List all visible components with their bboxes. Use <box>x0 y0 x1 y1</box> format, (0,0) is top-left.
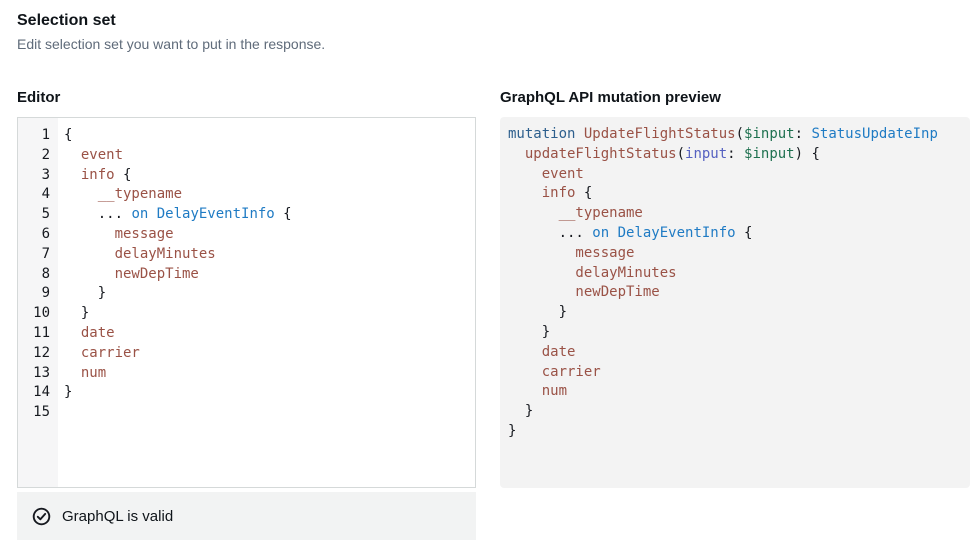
code-line: message <box>64 225 174 242</box>
code-line: } <box>64 384 73 401</box>
line-number: 5 <box>41 206 50 223</box>
code-line: __typename <box>64 186 183 203</box>
code-line: } <box>508 323 551 340</box>
preview-code-lines: mutation UpdateFlightStatus($input: Stat… <box>508 125 970 442</box>
line-number: 9 <box>41 285 50 302</box>
page-subtitle: Edit selection set you want to put in th… <box>17 36 326 52</box>
code-line: } <box>508 304 568 321</box>
code-line: info { <box>508 185 593 202</box>
code-line: newDepTime <box>64 265 199 282</box>
line-number: 7 <box>41 245 50 262</box>
code-line: ... on DelayEventInfo { <box>64 206 292 223</box>
code-line: delayMinutes <box>64 245 216 262</box>
line-number: 12 <box>33 344 50 361</box>
code-line: mutation UpdateFlightStatus($input: Stat… <box>508 126 938 142</box>
code-line: newDepTime <box>508 284 660 301</box>
line-number: 10 <box>33 305 50 322</box>
editor-label: Editor <box>17 89 61 106</box>
line-number: 6 <box>41 225 50 242</box>
line-number: 2 <box>41 146 50 163</box>
mutation-preview: mutation UpdateFlightStatus($input: Stat… <box>500 117 970 488</box>
code-line: num <box>508 383 568 400</box>
line-number: 15 <box>33 404 50 421</box>
line-number: 13 <box>33 364 50 381</box>
preview-label: GraphQL API mutation preview <box>500 89 721 106</box>
validation-status-text: GraphQL is valid <box>62 507 174 525</box>
code-line: carrier <box>64 344 140 361</box>
code-line: num <box>64 364 107 381</box>
code-line: updateFlightStatus(input: $input) { <box>508 145 820 162</box>
code-line: { <box>64 127 73 143</box>
code-line: event <box>508 165 584 182</box>
code-line: delayMinutes <box>508 264 677 281</box>
code-line: } <box>508 403 534 420</box>
code-line: ... on DelayEventInfo { <box>508 224 753 241</box>
line-number: 3 <box>41 166 50 183</box>
code-line: } <box>64 305 90 322</box>
preview-column: GraphQL API mutation preview mutation Up… <box>500 88 970 540</box>
code-line: message <box>508 244 635 261</box>
code-line: info { <box>64 166 132 183</box>
validation-status-bar: GraphQL is valid <box>17 492 476 540</box>
line-number: 8 <box>41 265 50 282</box>
code-line: } <box>64 285 107 302</box>
editor-code-lines[interactable]: { event info { __typename ... on DelayEv… <box>58 118 475 487</box>
code-line: date <box>64 324 115 341</box>
code-line: event <box>64 146 124 163</box>
page-title: Selection set <box>17 12 116 29</box>
line-number: 1 <box>41 127 50 143</box>
line-number: 11 <box>33 324 50 341</box>
code-line: __typename <box>508 205 643 222</box>
code-line: carrier <box>508 363 601 380</box>
code-line: date <box>508 343 576 360</box>
code-line <box>64 403 475 423</box>
check-circle-icon <box>32 507 51 525</box>
line-number: 4 <box>41 186 50 203</box>
code-line: } <box>508 422 517 439</box>
line-number: 14 <box>33 384 50 401</box>
